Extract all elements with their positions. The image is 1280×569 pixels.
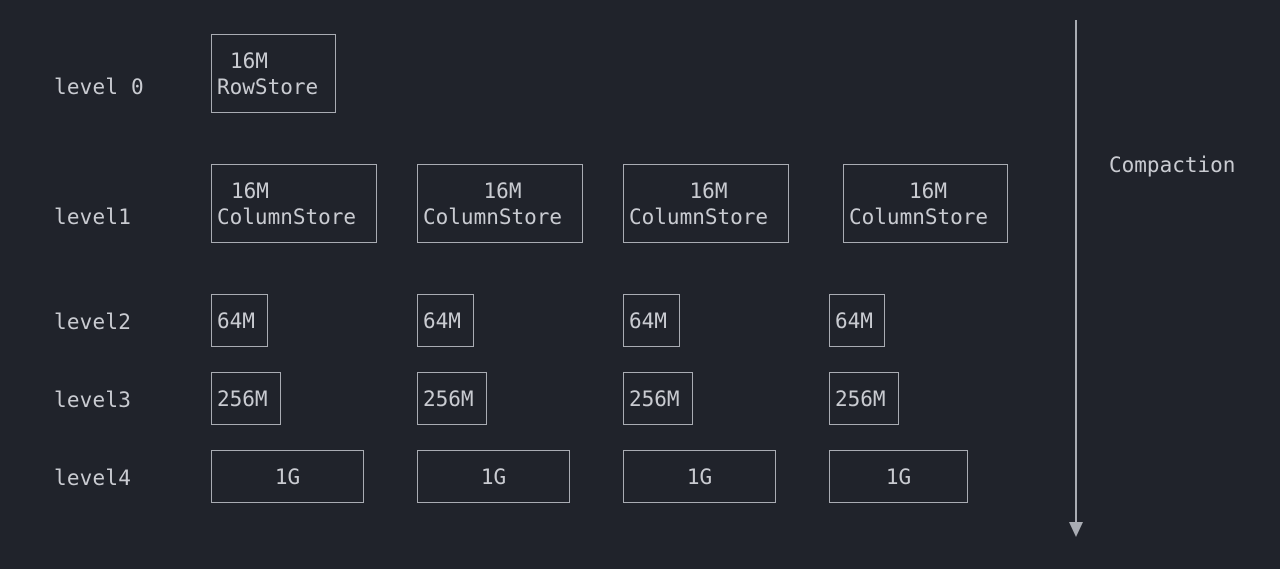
box-size: 1G xyxy=(885,464,912,489)
box-size: 256M xyxy=(629,386,680,411)
level-1-box-2: 16M ColumnStore xyxy=(417,164,583,243)
box-size: 16M xyxy=(230,48,268,73)
level-3-label: level3 xyxy=(54,388,132,412)
box-size: 16M xyxy=(689,178,728,203)
box-size: 256M xyxy=(423,386,474,411)
level-4-box-3: 1G xyxy=(623,450,776,503)
box-kind: ColumnStore xyxy=(423,204,563,229)
level-1-label: level1 xyxy=(54,205,132,229)
compaction-arrow-line xyxy=(1075,20,1077,524)
box-kind: ColumnStore xyxy=(849,204,989,229)
level-2-box-2: 64M xyxy=(417,294,474,347)
level-1-box-1: 16M ColumnStore xyxy=(211,164,377,243)
level-2-label: level2 xyxy=(54,310,132,334)
level-2-box-3: 64M xyxy=(623,294,680,347)
box-size: 16M xyxy=(231,178,269,203)
level-2-box-4: 64M xyxy=(829,294,885,347)
box-size: 16M xyxy=(483,178,522,203)
box-size: 64M xyxy=(629,308,667,333)
box-size: 256M xyxy=(835,386,886,411)
level-3-box-3: 256M xyxy=(623,372,693,425)
level-4-label: level4 xyxy=(54,466,132,490)
level-2-box-1: 64M xyxy=(211,294,268,347)
level-3-box-4: 256M xyxy=(829,372,899,425)
arrow-down-icon xyxy=(1069,522,1083,537)
level-4-box-4: 1G xyxy=(829,450,968,503)
box-kind: RowStore xyxy=(217,74,319,99)
box-size: 64M xyxy=(423,308,461,333)
level-1-box-4: 16M ColumnStore xyxy=(843,164,1008,243)
box-size: 16M xyxy=(909,178,947,203)
level-3-box-2: 256M xyxy=(417,372,487,425)
level-4-box-1: 1G xyxy=(211,450,364,503)
box-kind: ColumnStore xyxy=(629,204,769,229)
box-size: 64M xyxy=(217,308,255,333)
box-size: 64M xyxy=(835,308,873,333)
box-size: 1G xyxy=(480,464,507,489)
level-0-box-1: 16M RowStore xyxy=(211,34,336,113)
level-3-box-1: 256M xyxy=(211,372,281,425)
box-size: 256M xyxy=(217,386,268,411)
level-1-box-3: 16M ColumnStore xyxy=(623,164,789,243)
level-0-label: level 0 xyxy=(54,75,144,99)
box-kind: ColumnStore xyxy=(217,204,357,229)
box-size: 1G xyxy=(274,464,301,489)
box-size: 1G xyxy=(686,464,713,489)
compaction-label: Compaction xyxy=(1109,153,1236,177)
level-4-box-2: 1G xyxy=(417,450,570,503)
